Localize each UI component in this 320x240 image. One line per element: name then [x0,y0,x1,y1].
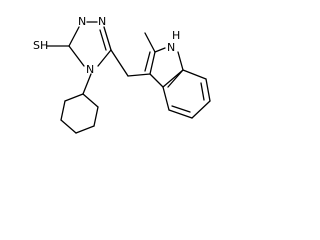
molecule-diagram: SH N N N H N [33,15,211,134]
thiol-label: SH [33,39,48,52]
bond-bz-2 [205,78,211,102]
triazole-n2-label: N [78,15,86,28]
bond-n1-c5-double [99,29,107,51]
bond-n1-c5 [103,26,112,51]
bond-c3-c2-double [144,51,151,72]
indole-nh-h-label: H [172,29,180,42]
bond-cy-2 [93,106,99,127]
bond-bz-1 [182,69,207,80]
indole-pyrrole-ring [144,47,184,88]
bond-c3-n2 [68,26,80,47]
bond-c3-c3a [149,73,164,88]
triazole-ring [46,21,112,67]
bond-ch2-c3indole [127,73,151,77]
bond-cy-1 [82,93,99,108]
bond-bz-3 [191,100,211,119]
bond-n4-cyclohexyl [82,73,92,95]
bond-c5-n4 [97,49,112,67]
bond-c5-ch2 [110,49,129,77]
bond-c3-c2 [149,51,156,75]
bond-cy-6 [64,93,84,102]
bond-bz-4-double [171,105,191,113]
triazole-n1-label: N [98,15,106,28]
bond-bz-4 [168,109,193,119]
bond-n1-c7a [177,51,184,71]
cyclohexyl-ring [60,93,99,134]
bond-c2-methyl [144,32,156,53]
bond-cy-4 [60,119,77,134]
bond-cy-5 [60,100,66,121]
bond-bz-6-double [167,69,184,88]
bond-bz-5 [162,86,170,111]
triazole-n4-label: N [86,63,94,76]
indole-nh-n-label: N [167,41,175,54]
bond-c2-n1 [154,47,166,53]
bond-bz-2-double [200,82,205,101]
indole-benzene-ring [162,69,211,119]
bond-cy-3 [75,125,95,134]
bond-n4-c3 [68,45,85,67]
